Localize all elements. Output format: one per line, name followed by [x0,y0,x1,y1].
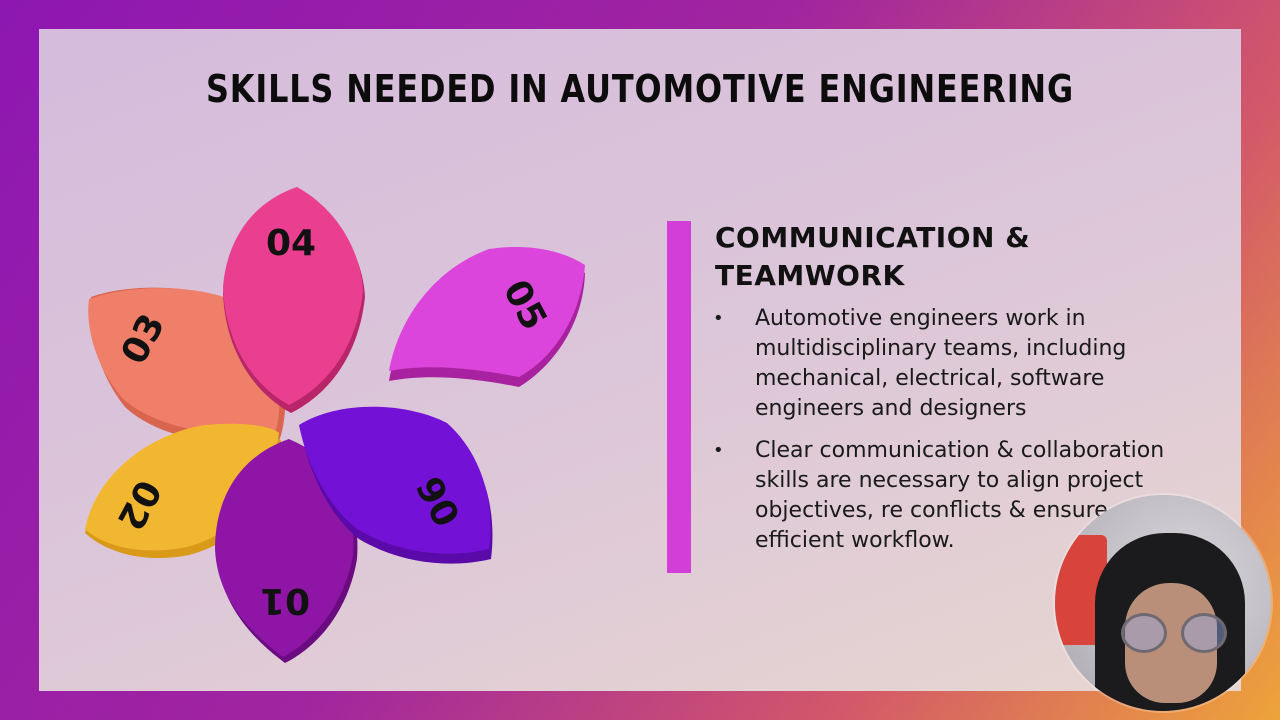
slide-title: SKILLS NEEDED IN AUTOMOTIVE ENGINEERING [205,67,1075,111]
bullet-text: Automotive engineers work in multidiscip… [755,306,1127,421]
bullet-text: Clear communication & collaboration skil… [755,438,1165,553]
petal-01-label: 01 [260,580,310,621]
petal-04-label: 04 [266,223,316,264]
petal-01: 01 [215,439,358,663]
petal-05-shape [389,246,585,377]
petal-04: 04 [223,187,365,413]
bullet-dot: • [713,308,724,329]
slide: SKILLS NEEDED IN AUTOMOTIVE ENGINEERING … [39,29,1241,691]
accent-bar [667,221,691,573]
heading-line-2: TEAMWORK [715,259,905,292]
bullet-item: • Automotive engineers work in multidisc… [711,304,1181,424]
heading-line-1: COMMUNICATION & [715,221,1031,254]
bullet-item: • Clear communication & collaboration sk… [711,436,1181,556]
section-heading: COMMUNICATION & TEAMWORK [715,219,1135,295]
petal-06: 06 [299,406,493,564]
bullet-list: • Automotive engineers work in multidisc… [711,304,1181,568]
petal-05: 05 [389,246,585,387]
petal-diagram: 03 02 01 06 04 05 [85,187,585,663]
petal-06-shape [299,406,491,554]
glasses-icon [1181,613,1227,653]
webcam-overlay [1055,495,1271,711]
glasses-icon [1121,613,1167,653]
petal-04-shape [223,187,363,405]
bullet-dot: • [713,440,724,461]
petal-01-shape [215,439,354,657]
